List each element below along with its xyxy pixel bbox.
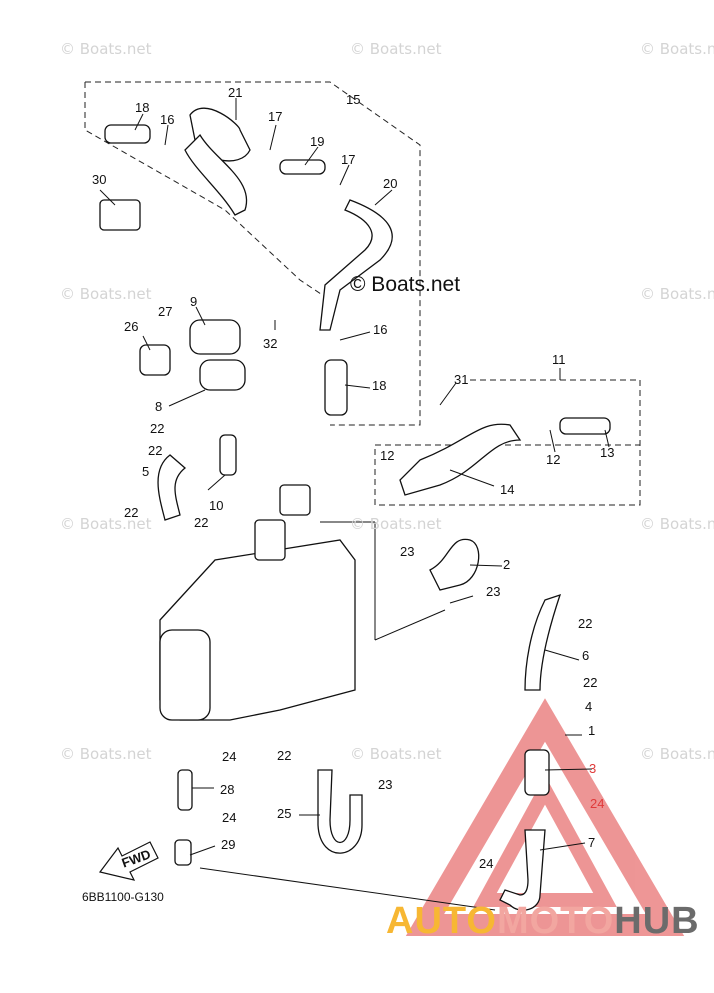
part-number-label: 18 bbox=[372, 378, 386, 393]
part-number-label: 24 bbox=[222, 810, 236, 825]
part-number-label: 24 bbox=[222, 749, 236, 764]
group-outline-11-top bbox=[470, 379, 641, 445]
part-number-label: 26 bbox=[124, 319, 138, 334]
part-number-label: 4 bbox=[585, 699, 592, 714]
part-number-label: 24 bbox=[590, 796, 604, 811]
part-number-label: 15 bbox=[346, 92, 360, 107]
part-number-label: 30 bbox=[92, 172, 106, 187]
part-number-label: 22 bbox=[277, 748, 291, 763]
lower-hoses bbox=[174, 769, 363, 866]
part-number-label: 28 bbox=[220, 782, 234, 797]
part-number-label: 11 bbox=[552, 352, 566, 367]
brand-logo: AUTOMOTOHUB bbox=[386, 900, 700, 943]
part-number-label: 22 bbox=[148, 443, 162, 458]
part-number-label: 23 bbox=[378, 777, 392, 792]
part-number-label: 22 bbox=[583, 675, 597, 690]
part-number-label: 17 bbox=[341, 152, 355, 167]
diagram-code: 6BB1100-G130 bbox=[82, 890, 164, 904]
part-number-label: 1 bbox=[588, 723, 595, 738]
upper-hose-assembly bbox=[99, 107, 393, 416]
part-number-label: 23 bbox=[400, 544, 414, 559]
part-number-label: 21 bbox=[228, 85, 242, 100]
group-outline-15-side bbox=[84, 82, 331, 301]
brand-part-hub: HUB bbox=[614, 900, 700, 942]
watermark: © Boats.net bbox=[350, 745, 442, 763]
watermark: © Boats.net bbox=[640, 40, 714, 58]
part-number-label: 22 bbox=[124, 505, 138, 520]
part-number-label: 10 bbox=[209, 498, 223, 513]
watermark: © Boats.net bbox=[60, 285, 152, 303]
right-hose-assembly bbox=[399, 417, 611, 911]
part-number-label: 9 bbox=[190, 294, 197, 309]
leader-lines bbox=[99, 98, 610, 911]
part-number-label: 24 bbox=[479, 856, 493, 871]
part-number-label: 18 bbox=[135, 100, 149, 115]
part-number-label: 22 bbox=[150, 421, 164, 436]
watermark: © Boats.net bbox=[60, 515, 152, 533]
brand-part-auto: AUTO bbox=[386, 900, 497, 942]
part-number-label: 8 bbox=[155, 399, 162, 414]
part-number-label: 12 bbox=[546, 452, 560, 467]
watermark: © Boats.net bbox=[640, 745, 714, 763]
part-number-label: 23 bbox=[486, 584, 500, 599]
vapor-separator bbox=[159, 484, 356, 721]
part-number-label: 3 bbox=[589, 761, 596, 776]
part-number-label: 17 bbox=[268, 109, 282, 124]
part-number-label: 14 bbox=[500, 482, 514, 497]
part-number-label: 5 bbox=[142, 464, 149, 479]
watermark: © Boats.net bbox=[60, 745, 152, 763]
watermark: © Boats.net bbox=[60, 40, 152, 58]
part-number-label: 16 bbox=[160, 112, 174, 127]
part-number-label: 25 bbox=[277, 806, 291, 821]
filter-assembly-left bbox=[139, 319, 246, 521]
part-number-label: 31 bbox=[454, 372, 468, 387]
part-number-label: 32 bbox=[263, 336, 277, 351]
part-number-label: 29 bbox=[221, 837, 235, 852]
part-number-label: 2 bbox=[503, 557, 510, 572]
watermark: © Boats.net bbox=[350, 40, 442, 58]
part-number-label: 27 bbox=[158, 304, 172, 319]
group-outline-15 bbox=[85, 81, 421, 426]
copyright-label: © Boats.net bbox=[350, 273, 461, 296]
part-number-label: 22 bbox=[194, 515, 208, 530]
part-number-label: 12 bbox=[380, 448, 394, 463]
part-number-label: 7 bbox=[588, 835, 595, 850]
part-number-label: 13 bbox=[600, 445, 614, 460]
watermark: © Boats.net bbox=[350, 515, 442, 533]
part-number-label: 19 bbox=[310, 134, 324, 149]
fwd-arrow-icon: FWD bbox=[98, 841, 159, 881]
brand-part-moto: MOTO bbox=[496, 900, 615, 942]
part-number-label: 20 bbox=[383, 176, 397, 191]
part-number-label: 22 bbox=[578, 616, 592, 631]
part-number-label: 6 bbox=[582, 648, 589, 663]
watermark: © Boats.net bbox=[640, 285, 714, 303]
group-outline-11 bbox=[374, 444, 641, 506]
watermark: © Boats.net bbox=[640, 515, 714, 533]
part-number-label: 16 bbox=[373, 322, 387, 337]
